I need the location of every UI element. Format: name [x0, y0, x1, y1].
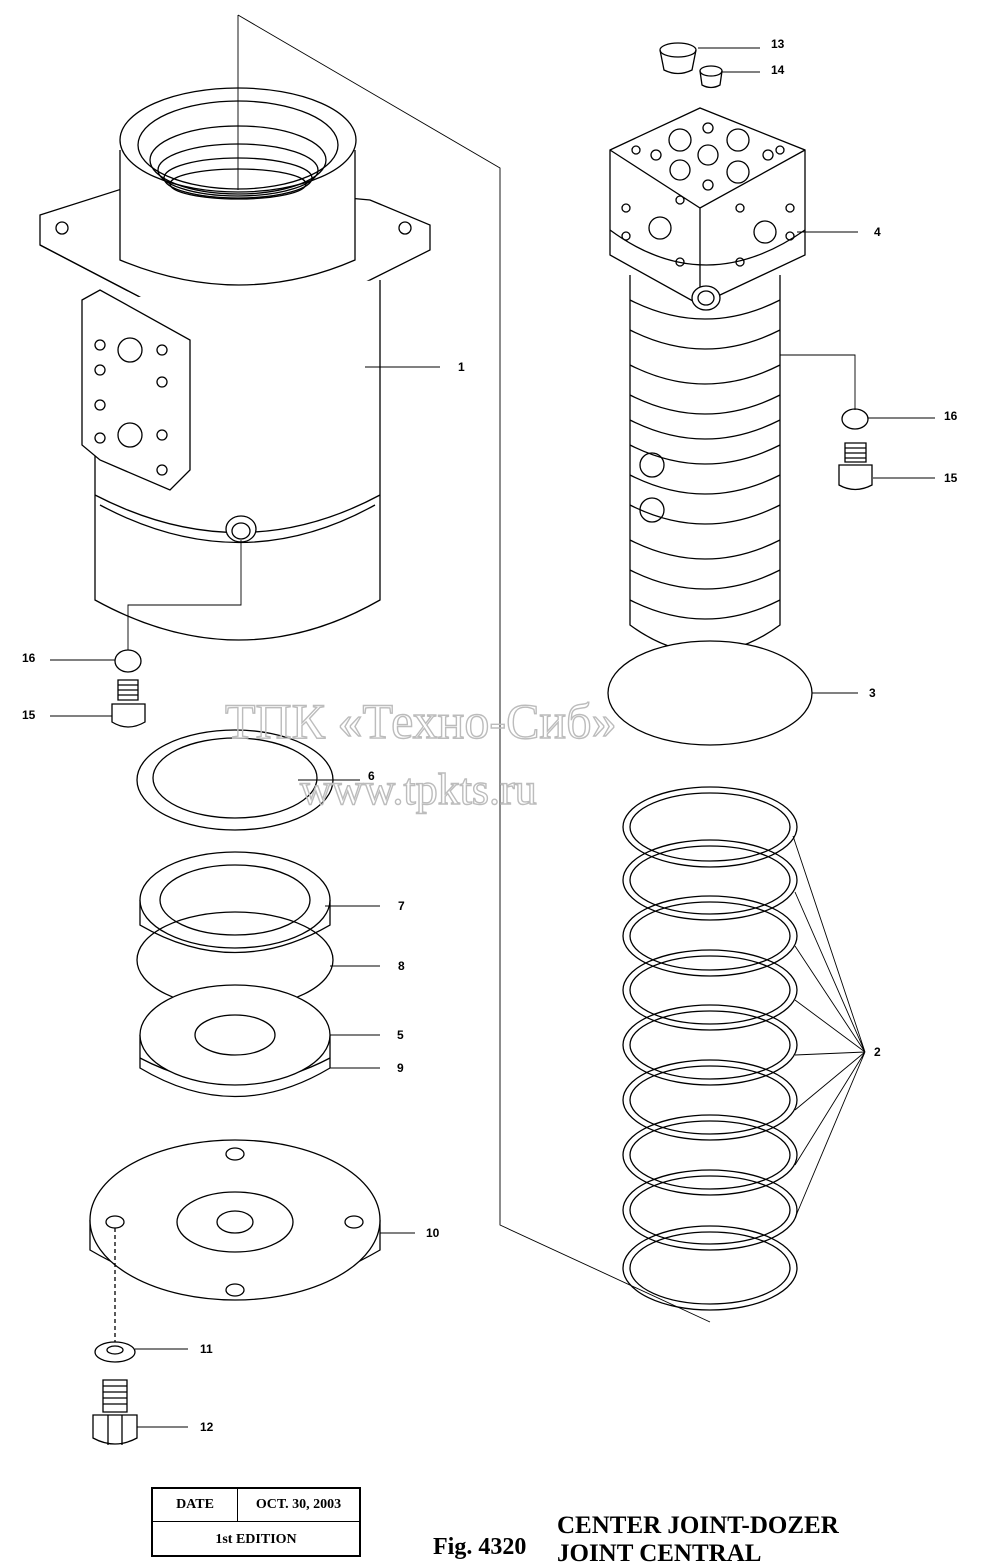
figure-number: Fig. 4320 — [433, 1534, 527, 1560]
part-bolt-12 — [92, 1379, 138, 1445]
part-oring-left — [114, 649, 142, 673]
title-block-divider-h — [153, 1521, 359, 1522]
callout-16-right: 16 — [944, 409, 958, 423]
callout-10: 10 — [426, 1226, 440, 1240]
figure-title-line1: CENTER JOINT-DOZER — [557, 1512, 839, 1539]
date-label: DATE — [176, 1497, 214, 1512]
callout-1: 1 — [458, 360, 465, 374]
watermark-company: ТПК «Техно-Сиб» — [225, 693, 617, 749]
part-housing — [39, 87, 431, 641]
callout-labels: 1 2 3 4 5 6 7 8 9 10 11 12 13 14 15 16 1… — [22, 37, 958, 1434]
part-seal-rings-2 — [622, 786, 798, 1311]
callout-7: 7 — [398, 899, 405, 913]
callout-8: 8 — [398, 959, 405, 973]
part-plug-13 — [659, 42, 697, 75]
title-block-divider-v — [237, 1489, 238, 1521]
edition-label: 1st EDITION — [215, 1532, 297, 1547]
callout-14: 14 — [771, 63, 785, 77]
part-plug-right — [838, 442, 873, 491]
part-ring-7 — [139, 851, 331, 954]
part-cover-10 — [89, 1139, 381, 1345]
callout-15-right: 15 — [944, 471, 958, 485]
part-plug-14 — [699, 65, 723, 89]
part-spindle-4 — [609, 107, 806, 654]
part-oring-right — [841, 408, 869, 430]
callout-3: 3 — [869, 686, 876, 700]
callout-15-left: 15 — [22, 708, 36, 722]
title-block: DATE OCT. 30, 2003 1st EDITION — [151, 1487, 361, 1557]
figure-title-line2: JOINT CENTRAL — [557, 1540, 762, 1567]
date-value: OCT. 30, 2003 — [255, 1497, 342, 1512]
leader-lines — [50, 47, 935, 1428]
callout-2: 2 — [874, 1045, 881, 1059]
part-plug-left — [111, 679, 146, 728]
part-disc-3 — [607, 640, 813, 746]
part-washer-11 — [94, 1341, 136, 1363]
callout-5: 5 — [397, 1028, 404, 1042]
callout-11: 11 — [200, 1342, 213, 1356]
callout-9: 9 — [397, 1061, 404, 1075]
watermark-site: www.tpkts.ru — [300, 765, 537, 814]
callout-4: 4 — [874, 225, 881, 239]
callout-16-left: 16 — [22, 651, 36, 665]
callout-12: 12 — [200, 1420, 214, 1434]
callout-6: 6 — [368, 769, 375, 783]
part-seal-5-9 — [139, 984, 331, 1098]
callout-13: 13 — [771, 37, 785, 51]
